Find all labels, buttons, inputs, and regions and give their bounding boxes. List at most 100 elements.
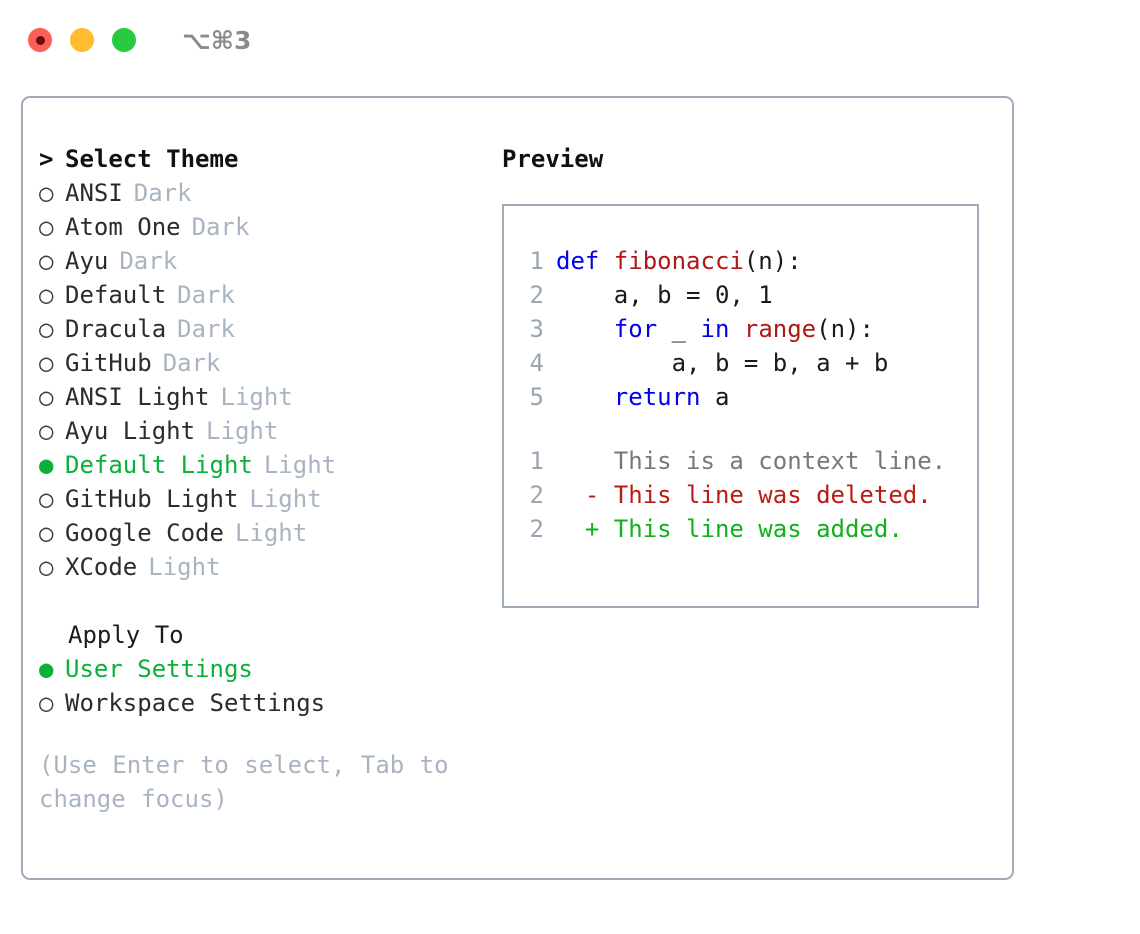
theme-list-item[interactable]: ● Default Light Light bbox=[39, 448, 479, 482]
code-token: fibonacci bbox=[613, 247, 744, 275]
code-token: a, b = b, a + b bbox=[556, 349, 889, 377]
theme-name: ANSI Light bbox=[65, 383, 210, 411]
apply-to-option[interactable]: ●User Settings bbox=[39, 652, 479, 686]
code-line: 5 return a bbox=[504, 380, 977, 414]
line-number: 1 bbox=[529, 247, 544, 275]
theme-variant: Dark bbox=[177, 281, 235, 309]
prompt-caret-icon: > bbox=[39, 145, 54, 173]
code-line: 4 a, b = b, a + b bbox=[504, 346, 977, 380]
radio-unselected-icon: ○ bbox=[39, 179, 54, 207]
line-number: 4 bbox=[529, 349, 544, 377]
theme-name: Atom One bbox=[65, 213, 181, 241]
code-token: range bbox=[743, 315, 817, 343]
code-line: 2 a, b = 0, 1 bbox=[504, 278, 977, 312]
line-number: 2 bbox=[529, 481, 544, 509]
theme-variant: Light bbox=[249, 485, 322, 513]
code-line: 3 for _ in range(n): bbox=[504, 312, 977, 346]
radio-unselected-icon: ○ bbox=[39, 383, 54, 411]
theme-name: ANSI bbox=[65, 179, 123, 207]
radio-unselected-icon: ○ bbox=[39, 553, 54, 581]
theme-picker-title: Select Theme bbox=[65, 145, 239, 173]
theme-list-item[interactable]: ○ GitHub Light Light bbox=[39, 482, 479, 516]
theme-variant: Light bbox=[234, 519, 308, 547]
close-button[interactable] bbox=[28, 28, 52, 52]
code-token bbox=[556, 312, 614, 346]
theme-variant: Light bbox=[148, 553, 221, 581]
maximize-button[interactable] bbox=[112, 28, 136, 52]
apply-to-list: ●User Settings ○ Workspace Settings bbox=[39, 652, 479, 720]
code-token: in bbox=[700, 315, 730, 343]
theme-name: Dracula bbox=[65, 315, 167, 343]
diff-sample: 1 This is a context line.2 - This line w… bbox=[504, 444, 977, 546]
theme-name: Ayu bbox=[65, 247, 109, 275]
title-bar: ⌥⌘3 bbox=[0, 0, 1140, 80]
code-token bbox=[556, 380, 614, 414]
theme-variant: Light bbox=[263, 451, 337, 479]
theme-variant: Light bbox=[206, 417, 279, 445]
code-token: (n): bbox=[816, 315, 874, 343]
apply-to-label: Apply To bbox=[68, 621, 184, 649]
list-spacer bbox=[39, 584, 479, 618]
code-token bbox=[729, 312, 743, 346]
radio-unselected-icon: ○ bbox=[39, 315, 54, 343]
code-token: return bbox=[613, 383, 701, 411]
diff-marker: + bbox=[556, 515, 614, 543]
theme-variant: Dark bbox=[177, 315, 235, 343]
apply-to-option[interactable]: ○ Workspace Settings bbox=[39, 686, 479, 720]
theme-variant: Light bbox=[220, 383, 293, 411]
apply-to-option-label: Workspace Settings bbox=[65, 689, 326, 717]
line-number: 2 bbox=[529, 281, 544, 309]
theme-list-item[interactable]: ○ ANSI Light Light bbox=[39, 380, 479, 414]
code-token: a, b = 0, 1 bbox=[556, 281, 773, 309]
diff-marker: - bbox=[556, 481, 614, 509]
theme-variant: Dark bbox=[162, 349, 221, 377]
code-token: (n): bbox=[743, 247, 802, 275]
diff-line: 2 + This line was added. bbox=[504, 512, 977, 546]
theme-list-item[interactable]: ○ Ayu Dark bbox=[39, 244, 479, 278]
radio-unselected-icon: ○ bbox=[39, 689, 54, 717]
line-number: 5 bbox=[529, 383, 544, 411]
theme-name: Default bbox=[65, 281, 167, 309]
diff-marker bbox=[556, 444, 614, 478]
theme-variant: Dark bbox=[119, 247, 178, 275]
theme-list-item[interactable]: ○ ANSI Dark bbox=[39, 176, 479, 210]
theme-name: Google Code bbox=[65, 519, 224, 547]
radio-selected-icon: ● bbox=[39, 655, 54, 683]
diff-text: This line was deleted. bbox=[613, 481, 932, 509]
theme-variant: Dark bbox=[133, 179, 192, 207]
theme-list-item[interactable]: ○ Default Dark bbox=[39, 278, 479, 312]
radio-unselected-icon: ○ bbox=[39, 213, 54, 241]
keyboard-hint: (Use Enter to select, Tab to change focu… bbox=[39, 751, 449, 813]
theme-name: Default Light bbox=[65, 451, 253, 479]
radio-unselected-icon: ○ bbox=[39, 247, 54, 275]
diff-line: 1 This is a context line. bbox=[504, 444, 977, 478]
minimize-button[interactable] bbox=[70, 28, 94, 52]
window-controls bbox=[28, 28, 136, 52]
code-token: _ bbox=[657, 315, 701, 343]
line-number: 1 bbox=[529, 447, 544, 475]
theme-name: GitHub Light bbox=[65, 485, 239, 513]
line-number: 3 bbox=[529, 315, 544, 343]
preview-title: Preview bbox=[502, 145, 604, 173]
diff-text: This is a context line. bbox=[613, 447, 947, 475]
radio-unselected-icon: ○ bbox=[39, 281, 54, 309]
diff-line: 2 - This line was deleted. bbox=[504, 478, 977, 512]
theme-list-item[interactable]: ○ XCode Light bbox=[39, 550, 479, 584]
line-number: 2 bbox=[529, 515, 544, 543]
theme-list-item[interactable]: ○ Dracula Dark bbox=[39, 312, 479, 346]
theme-name: XCode bbox=[65, 553, 138, 581]
radio-selected-icon: ● bbox=[39, 451, 54, 479]
radio-unselected-icon: ○ bbox=[39, 485, 54, 513]
theme-name: GitHub bbox=[65, 349, 152, 377]
theme-name: Ayu Light bbox=[65, 417, 196, 445]
